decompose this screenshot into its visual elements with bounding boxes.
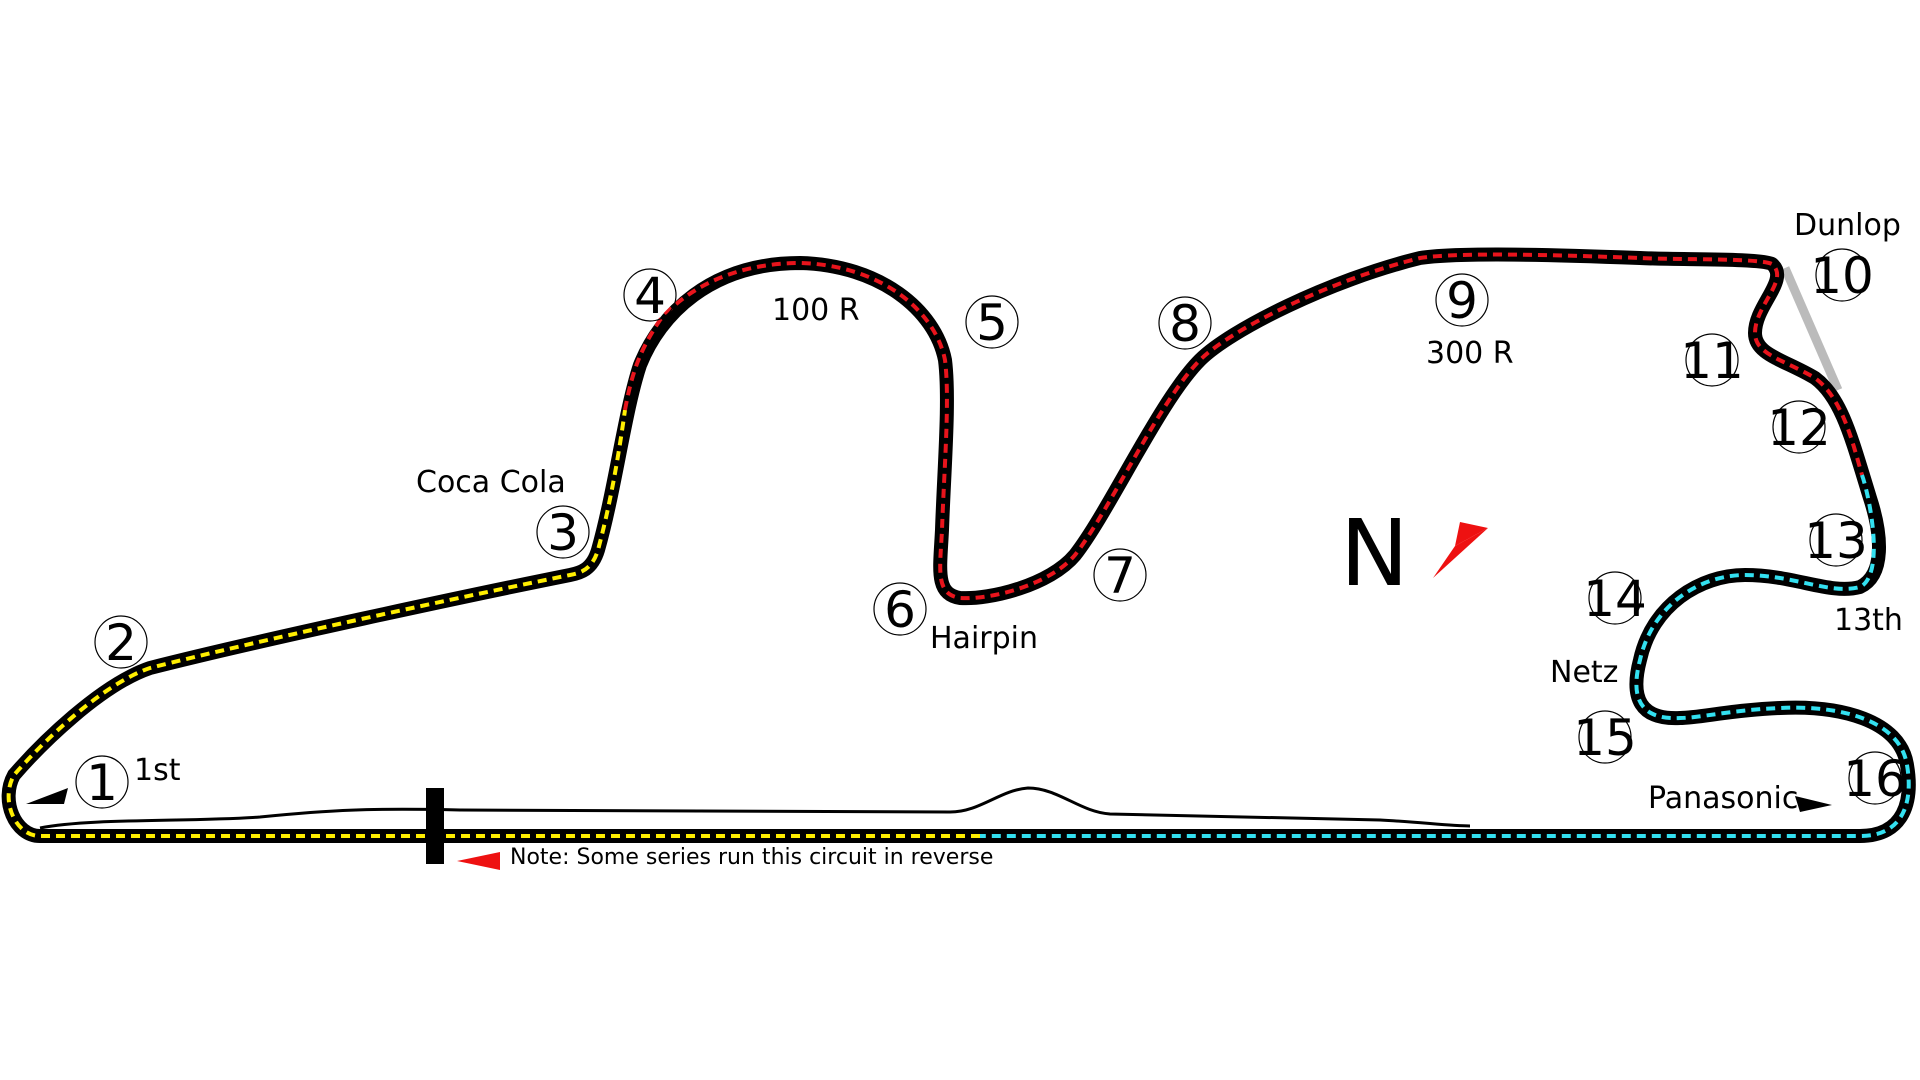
corner-number-1: 1	[86, 754, 118, 812]
track-sector-3	[980, 474, 1911, 838]
corner-circle-12	[1772, 400, 1826, 454]
corner-circle-11	[1685, 333, 1739, 387]
corner-circle-10	[1815, 248, 1869, 302]
corner-number-7: 7	[1104, 547, 1136, 605]
corner-circle-14	[1588, 571, 1642, 625]
corner-number-4: 4	[634, 267, 666, 325]
corner-circle-1	[75, 755, 129, 809]
corner-number-15: 15	[1573, 709, 1637, 767]
corner-circle-3	[536, 505, 590, 559]
corner-number-3: 3	[547, 504, 579, 562]
corner-circle-8	[1158, 296, 1212, 350]
corner-name-1: 1st	[134, 753, 181, 788]
corner-number-8: 8	[1169, 295, 1201, 353]
reverse-note: Note: Some series run this circuit in re…	[510, 845, 993, 870]
corner-name-13: 13th	[1834, 603, 1903, 638]
corner-circle-5	[965, 295, 1019, 349]
corner-circle-2	[94, 615, 148, 669]
north-arrow-icon	[1433, 528, 1488, 578]
direction-arrow-icon-panasonic	[1795, 796, 1832, 812]
corner-number-2: 2	[105, 614, 137, 672]
corner-circle-4	[623, 268, 677, 322]
corner-name-10: Dunlop	[1794, 208, 1901, 243]
corner-circle-16	[1848, 751, 1902, 805]
direction-arrow-icon	[26, 788, 68, 804]
corner-circle-6	[873, 582, 927, 636]
corner-circle-7	[1093, 548, 1147, 602]
corner-name-3: Coca Cola	[416, 465, 566, 500]
curve-label-100r: 100 R	[772, 293, 860, 328]
corner-circle-9	[1435, 273, 1489, 327]
corner-number-16: 16	[1843, 750, 1907, 808]
corner-circle-15	[1578, 710, 1632, 764]
corner-number-14: 14	[1583, 570, 1647, 628]
corner-number-5: 5	[976, 294, 1008, 352]
corner-name-6: Hairpin	[930, 621, 1038, 656]
corner-name-9: 300 R	[1426, 336, 1514, 371]
pit-lane	[39, 786, 1471, 830]
reverse-arrow-icon	[457, 852, 500, 870]
corner-number-13: 13	[1804, 512, 1868, 570]
corner-circle-13	[1809, 513, 1863, 567]
track-sector-1	[6, 409, 980, 838]
north-arrow-icon-tail	[1455, 522, 1488, 546]
start-finish-line	[426, 788, 444, 864]
corner-number-11: 11	[1680, 332, 1744, 390]
track-sector-2	[623, 252, 1864, 601]
corner-number-12: 12	[1767, 399, 1831, 457]
corner-number-10: 10	[1810, 247, 1874, 305]
shortcut-lane	[1780, 266, 1843, 392]
corner-number-9: 9	[1446, 272, 1478, 330]
corner-number-6: 6	[884, 581, 916, 639]
north-label: N	[1340, 500, 1409, 607]
corner-name-16: Panasonic	[1648, 781, 1798, 816]
corner-name-15: Netz	[1550, 655, 1618, 690]
